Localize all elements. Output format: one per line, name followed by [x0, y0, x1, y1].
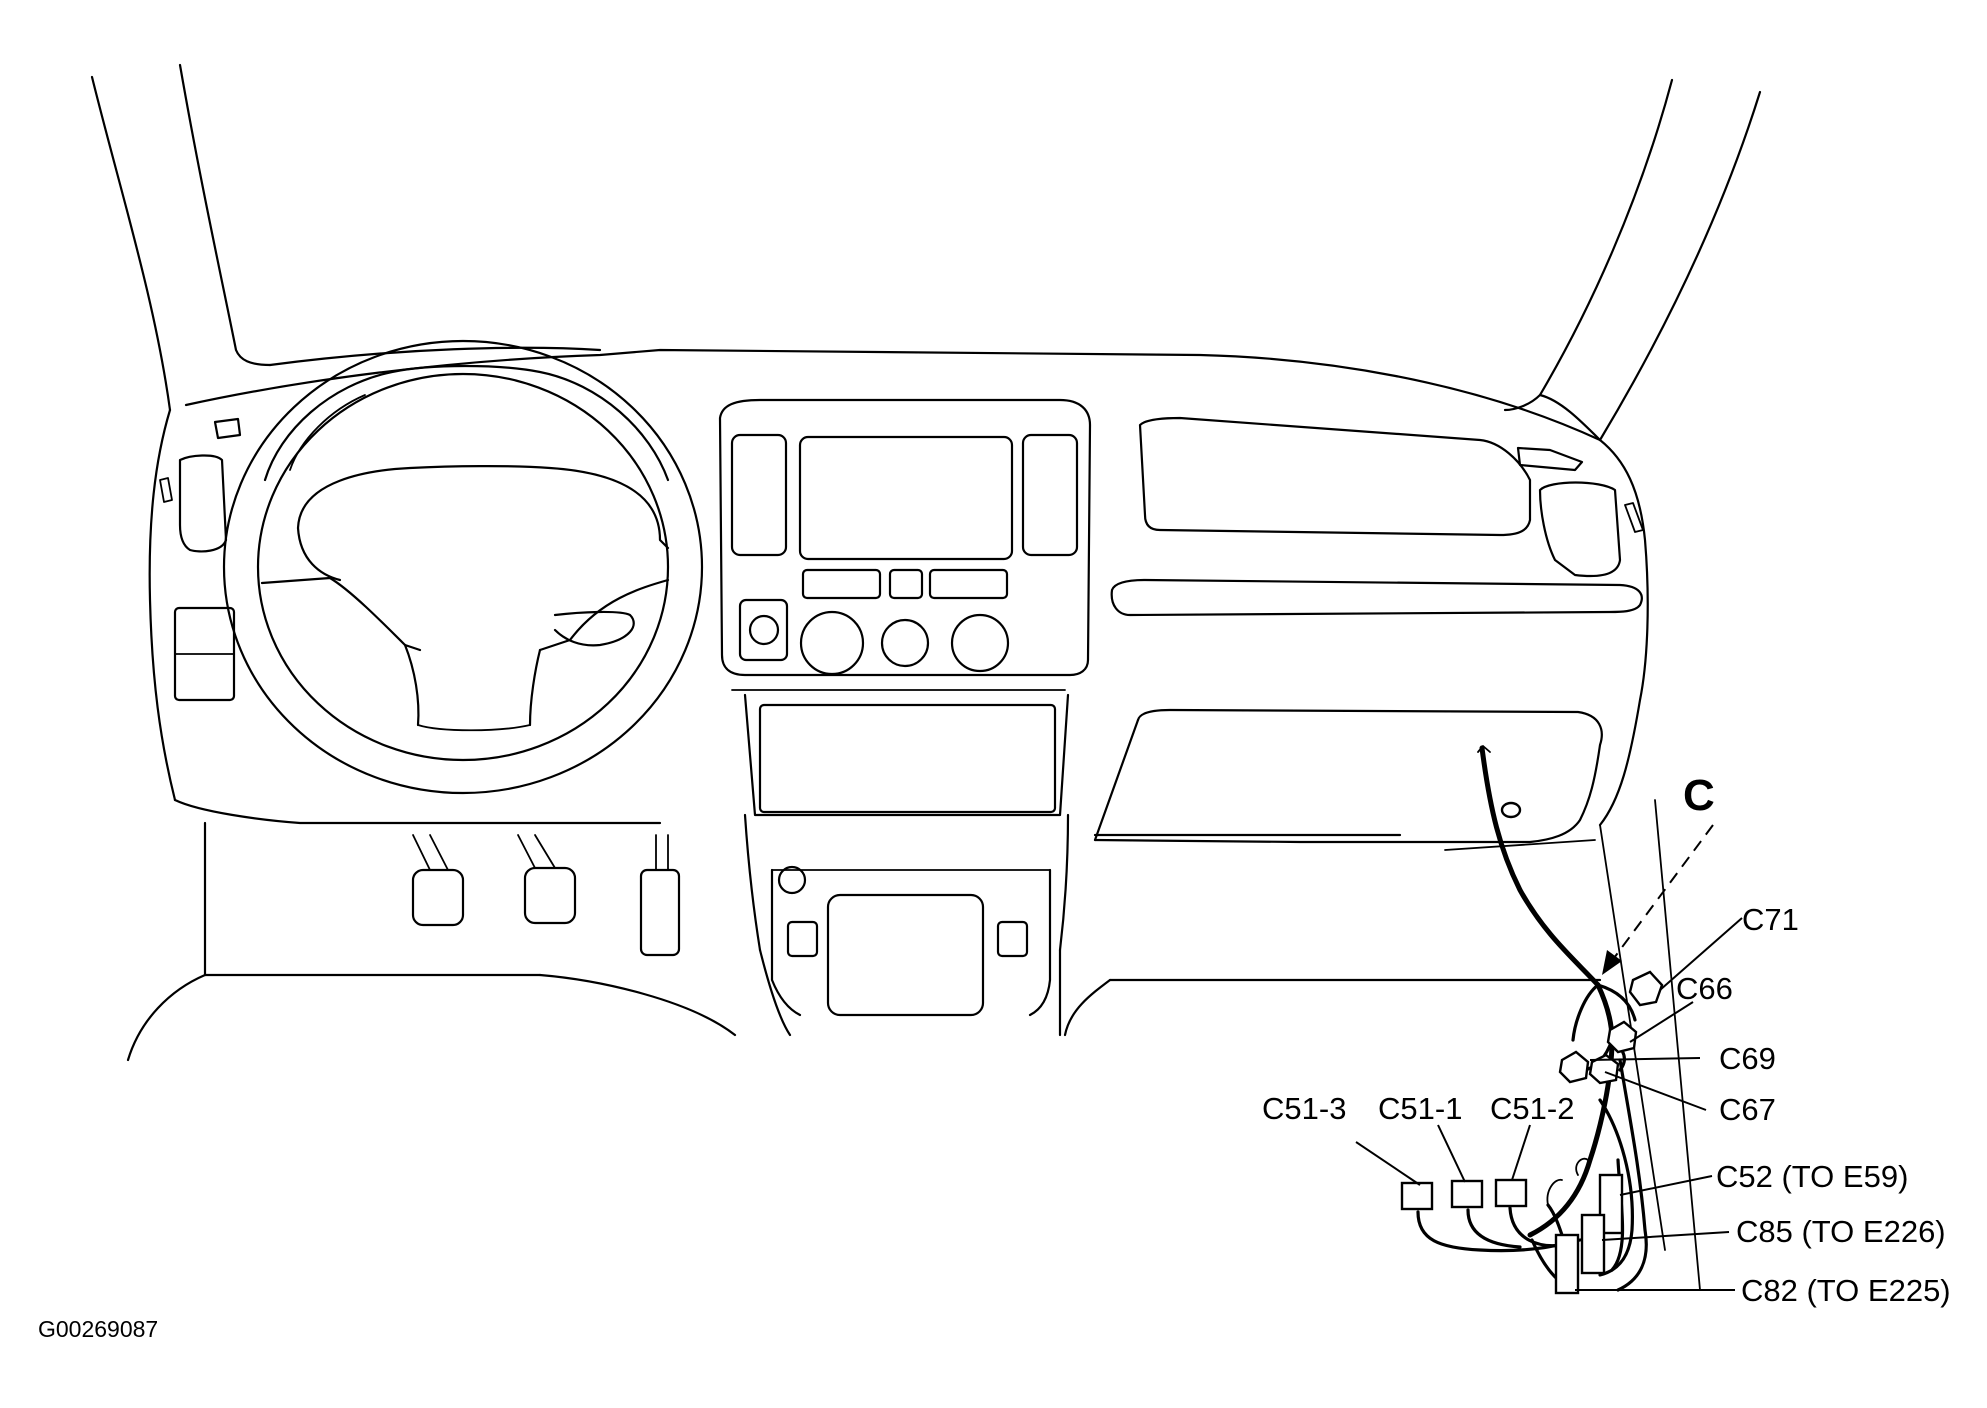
connector-c85 [1580, 1213, 1606, 1275]
view-label-c: C [1683, 771, 1715, 820]
connector-c51-3 [1400, 1181, 1434, 1211]
passenger-dash [1093, 416, 1644, 844]
connector-c66 [1606, 1020, 1638, 1054]
view-arrow-c: C [1602, 771, 1715, 975]
label-c67: C67 [1719, 1092, 1776, 1127]
label-c69: C69 [1719, 1041, 1776, 1076]
label-c85: C85 (TO E226) [1736, 1214, 1946, 1249]
pedals [411, 834, 681, 957]
windshield-pillars [90, 63, 1762, 442]
steering-wheel [222, 339, 704, 795]
connector-labels: C71 C66 C69 C67 C51-3 C51-1 C51-2 C52 (T… [1262, 902, 1951, 1308]
left-vents-and-switches [159, 417, 242, 702]
label-c51-3: C51-3 [1262, 1091, 1346, 1126]
dashboard-outline [126, 346, 1701, 1291]
leader-lines [1355, 917, 1743, 1291]
label-c51-2: C51-2 [1490, 1091, 1574, 1126]
connector-c52 [1598, 1173, 1624, 1235]
label-c66: C66 [1676, 971, 1733, 1006]
connector-bodies [1400, 970, 1664, 1295]
connector-c51-1 [1450, 1179, 1484, 1209]
label-c52: C52 (TO E59) [1716, 1159, 1908, 1194]
label-c82: C82 (TO E225) [1741, 1273, 1951, 1308]
figure-id: G00269087 [38, 1316, 158, 1342]
connector-c67 [1588, 1053, 1620, 1085]
label-c51-1: C51-1 [1378, 1091, 1462, 1126]
label-c71: C71 [1742, 902, 1799, 937]
connector-c51-2 [1494, 1178, 1528, 1208]
connector-c69 [1558, 1050, 1590, 1084]
center-console [718, 398, 1092, 1037]
connector-c71 [1628, 970, 1664, 1007]
connector-c82 [1554, 1233, 1580, 1295]
